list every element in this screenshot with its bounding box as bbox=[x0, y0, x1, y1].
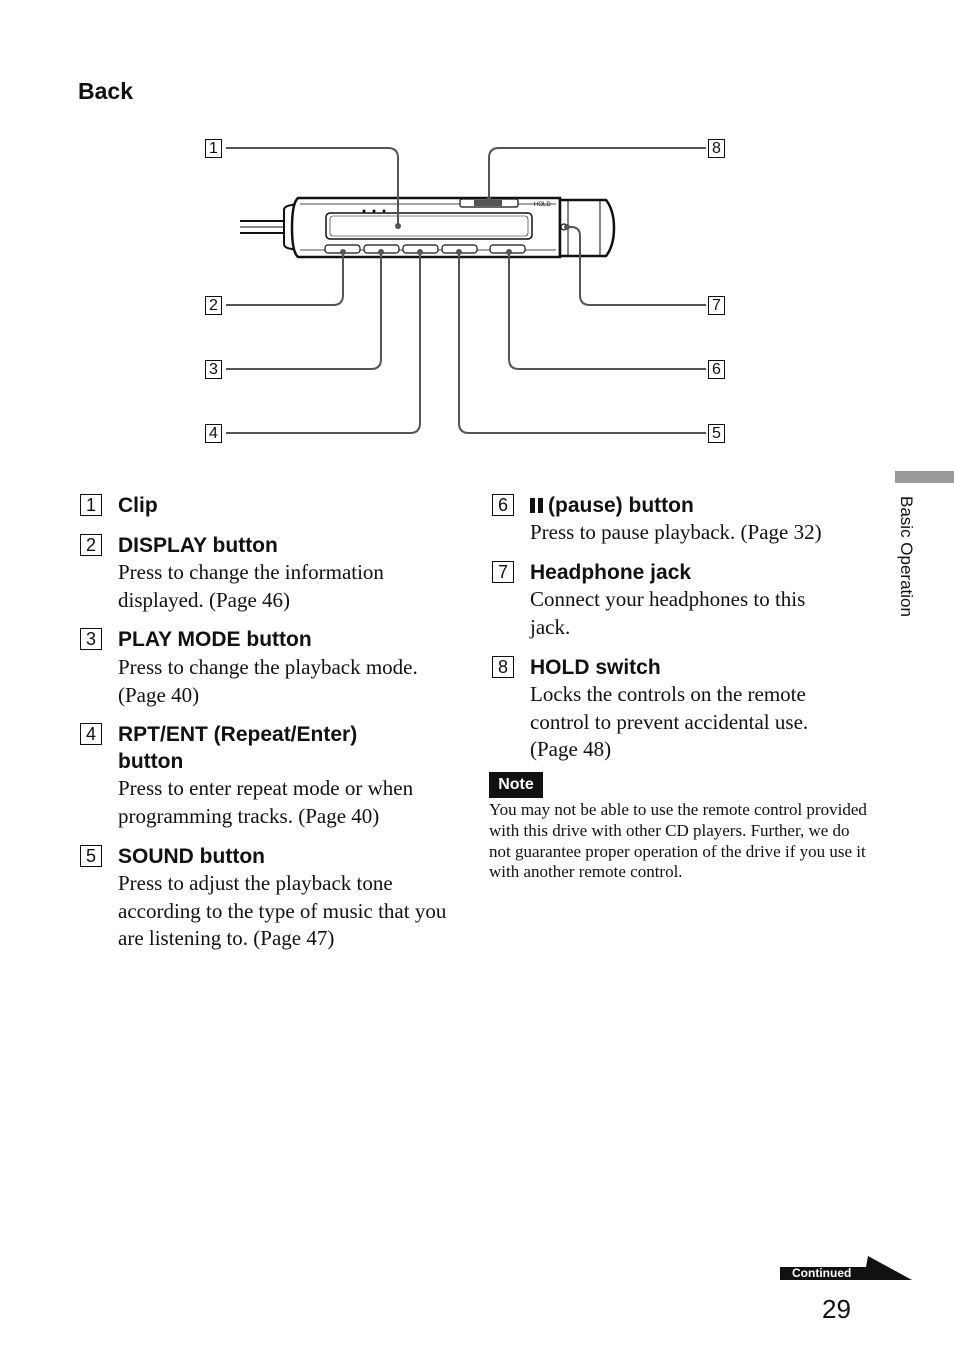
item-title: Clip bbox=[118, 494, 158, 517]
callout-1: 1 bbox=[205, 139, 222, 158]
side-tab-label: Basic Operation bbox=[897, 496, 916, 617]
hold-label: HOLD bbox=[534, 202, 551, 208]
display-window bbox=[325, 212, 533, 240]
side-tab-bar bbox=[895, 471, 954, 483]
item-description: Press to change the playback mode. (Page… bbox=[118, 655, 418, 707]
item-number: 5 bbox=[80, 845, 102, 867]
continued-marker: Continued bbox=[780, 1256, 914, 1282]
item-title: Headphone jack bbox=[530, 561, 692, 584]
item-title: RPT/ENT (Repeat/Enter) button bbox=[118, 723, 358, 773]
item-number: 3 bbox=[80, 628, 102, 650]
leader-lines bbox=[226, 147, 706, 434]
continued-arrow-icon bbox=[780, 1256, 912, 1280]
leader-dots bbox=[340, 197, 570, 255]
item-title: (pause) button bbox=[548, 494, 694, 517]
top-detail bbox=[362, 209, 386, 213]
callout-6: 6 bbox=[708, 360, 725, 379]
item-description: Press to pause playback. (Page 32) bbox=[530, 520, 822, 544]
item-number: 4 bbox=[80, 723, 102, 745]
note-text: You may not be able to use the remote co… bbox=[489, 800, 867, 882]
callout-7: 7 bbox=[708, 296, 725, 315]
item-title: DISPLAY button bbox=[118, 534, 278, 557]
side-buttons bbox=[324, 244, 526, 254]
note-label: Note bbox=[489, 772, 543, 798]
pause-icon bbox=[530, 498, 544, 513]
item-number: 8 bbox=[492, 656, 514, 678]
section-title: Back bbox=[78, 78, 133, 104]
item-title: PLAY MODE button bbox=[118, 628, 312, 651]
item-title-row: (pause) button bbox=[530, 492, 860, 519]
remote-control-diagram: HOLD bbox=[226, 147, 706, 434]
item-number: 2 bbox=[80, 534, 102, 556]
item-number: 1 bbox=[80, 494, 102, 516]
item-number: 7 bbox=[492, 561, 514, 583]
item-description: Connect your headphones to this jack. bbox=[530, 587, 806, 639]
item-description: Press to adjust the playback tone accord… bbox=[118, 871, 447, 950]
callout-3: 3 bbox=[205, 360, 222, 379]
continued-label: Continued bbox=[792, 1266, 852, 1280]
item-description: Press to change the information displaye… bbox=[118, 560, 384, 612]
item-number: 6 bbox=[492, 494, 514, 516]
callout-2: 2 bbox=[205, 296, 222, 315]
item-description: Locks the controls on the remote control… bbox=[530, 682, 809, 761]
callout-5: 5 bbox=[708, 424, 725, 443]
callout-8: 8 bbox=[708, 139, 725, 158]
page-number: 29 bbox=[822, 1294, 851, 1324]
item-title: SOUND button bbox=[118, 845, 265, 868]
callout-4: 4 bbox=[205, 424, 222, 443]
item-title: HOLD switch bbox=[530, 656, 661, 679]
item-description: Press to enter repeat mode or when progr… bbox=[118, 776, 414, 828]
